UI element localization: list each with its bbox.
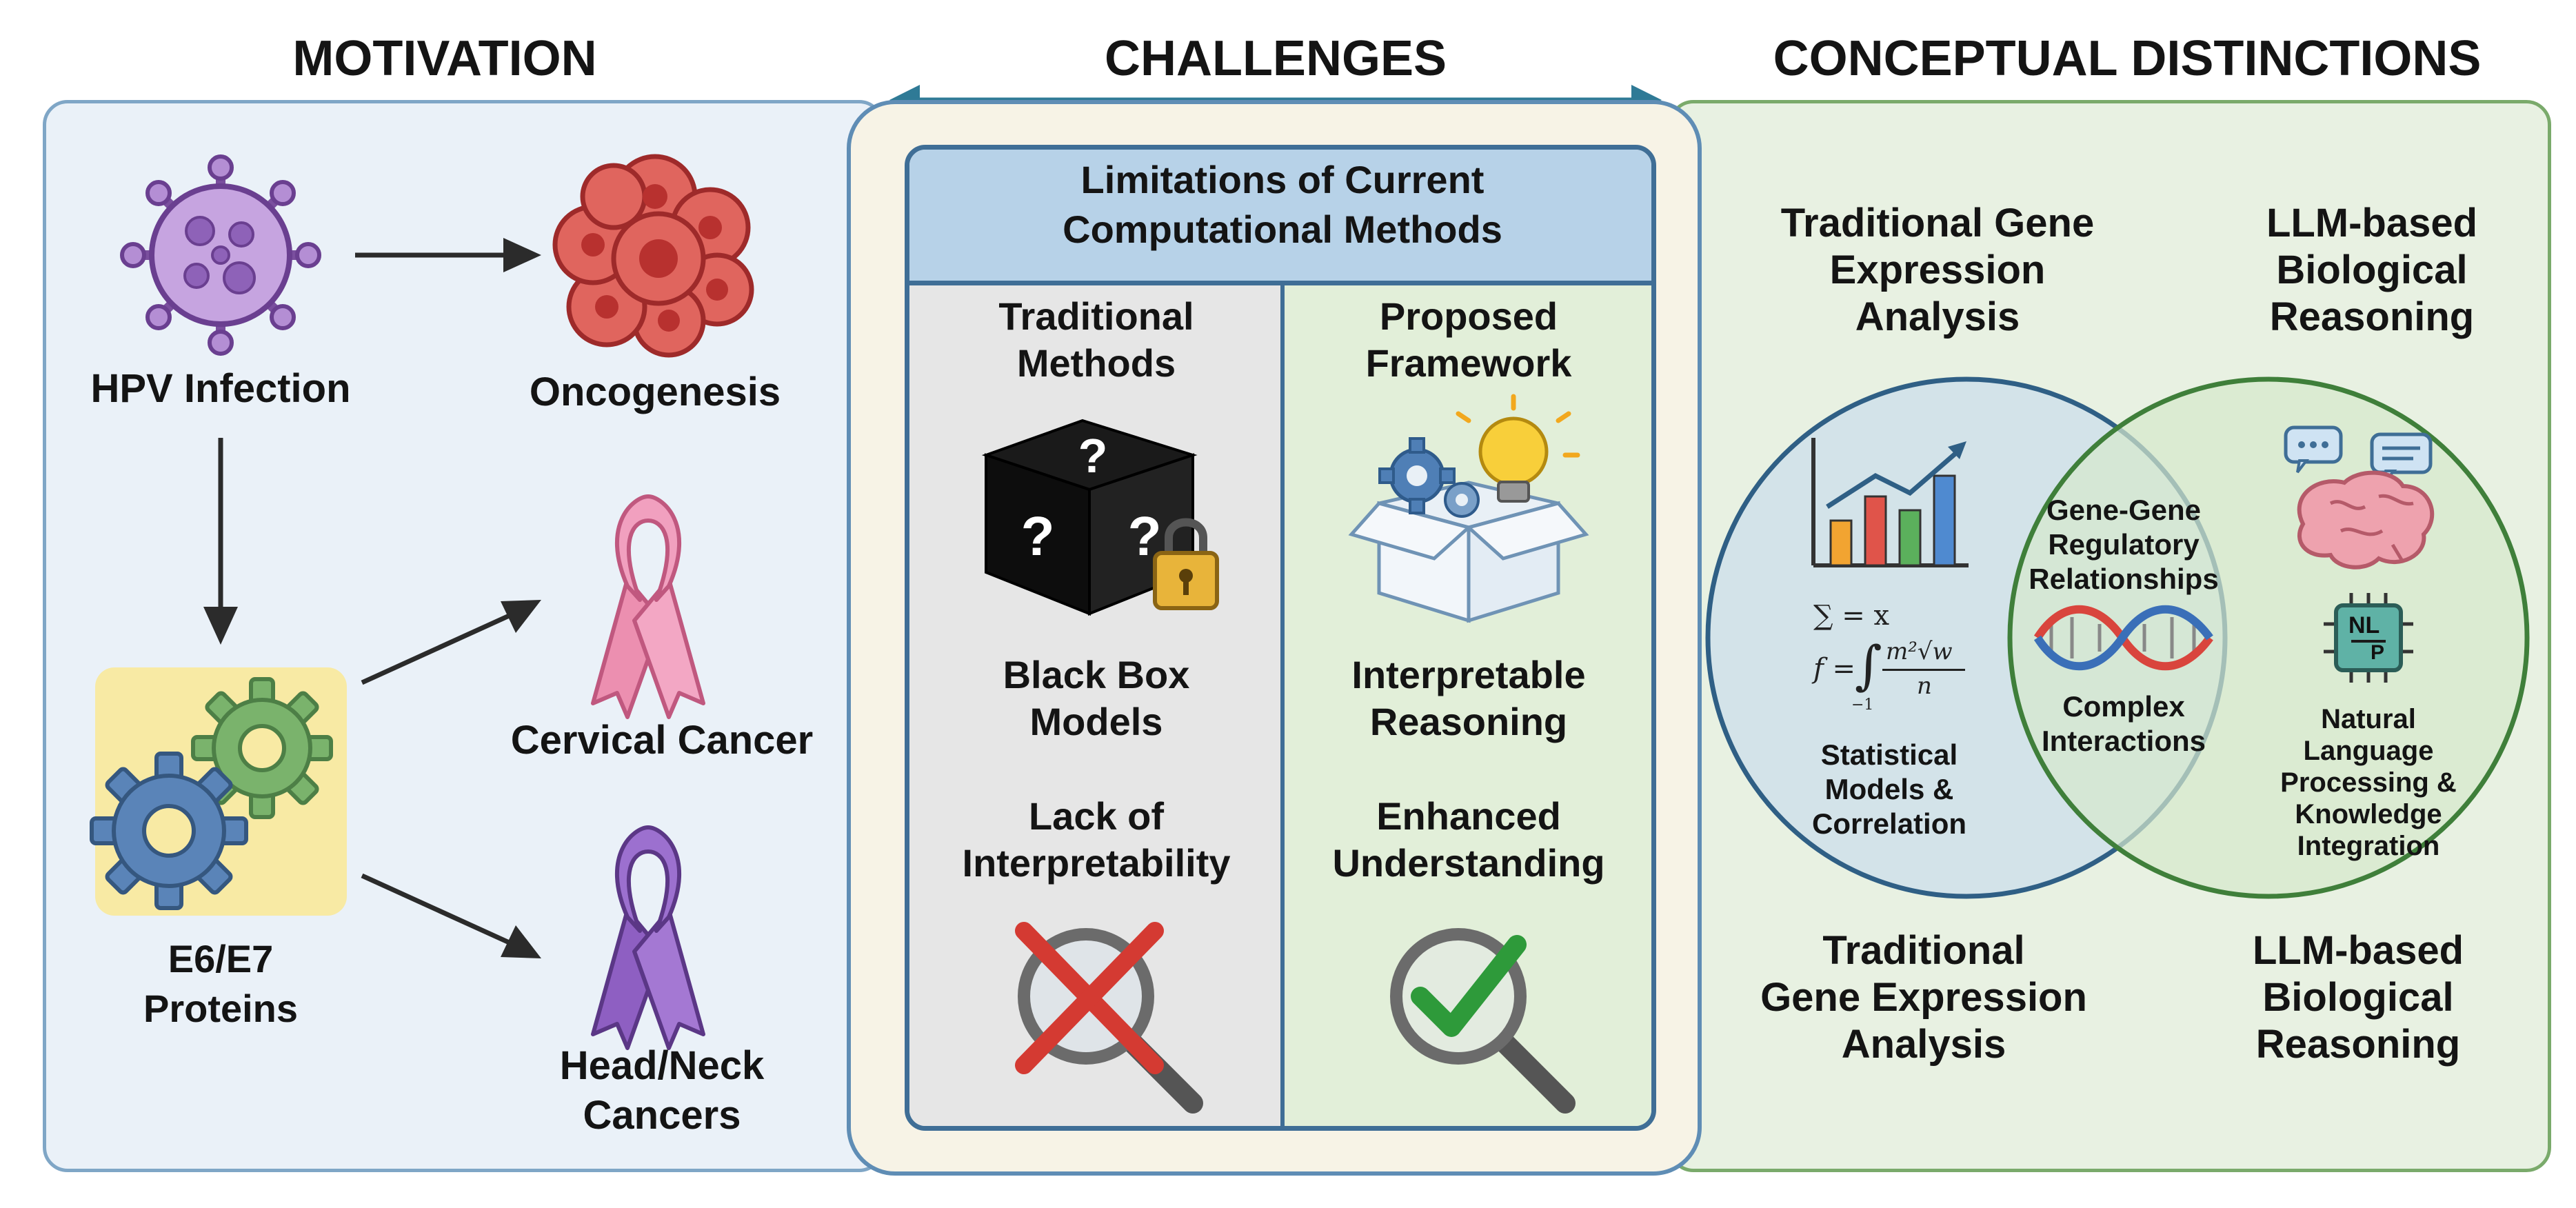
magnifier-check-icon xyxy=(1390,928,1576,1114)
svg-text:?: ? xyxy=(1078,429,1108,483)
llm-biological-reasoning-top-label: LLM-based Biological Reasoning xyxy=(2266,201,2478,339)
nlp-chip-subtext: P xyxy=(2371,641,2385,664)
oncogenesis-label: Oncogenesis xyxy=(529,370,781,414)
limitations-title: Limitations of Current Computational Met… xyxy=(1063,158,1502,251)
nlp-knowledge-integration-label: Natural Language Processing & Knowledge … xyxy=(2280,704,2457,861)
traditional-gene-expression-bottom-label: Traditional Gene Expression Analysis xyxy=(1760,928,2087,1067)
purple-ribbon-icon xyxy=(591,825,705,1050)
enhanced-understanding-label: Enhanced Understanding xyxy=(1332,794,1605,885)
proposed-framework-title: Proposed Framework xyxy=(1365,294,1572,385)
traditional-gene-expression-top-label: Traditional Gene Expression Analysis xyxy=(1780,201,2095,339)
virus-icon xyxy=(120,154,321,356)
formula-lower-bound: −1 xyxy=(1851,696,1874,714)
formula-numerator: m²√w xyxy=(1886,638,1953,665)
bar-chart-icon xyxy=(1811,438,1969,567)
complex-interactions-label: Complex Interactions xyxy=(2041,690,2206,757)
nlp-chip-text: NL xyxy=(2348,612,2380,638)
header-conceptual-distinctions: CONCEPTUAL DISTINCTIONS xyxy=(1773,31,2482,86)
svg-text:?: ? xyxy=(1021,505,1055,567)
open-box-lightbulb-icon xyxy=(1348,394,1589,623)
arrow-hpv-to-oncogenesis xyxy=(355,238,541,272)
magnifier-cross-icon xyxy=(1015,922,1203,1114)
integral-sign: ∫ xyxy=(1855,634,1882,696)
formula-fraction-line xyxy=(1882,669,1965,671)
header-challenges: CHALLENGES xyxy=(1104,31,1447,86)
nlp-chip-icon: NL P xyxy=(2324,593,2413,683)
formula-f: f = ∫ m²√w n −1 xyxy=(1813,634,1993,714)
limitations-title-bar xyxy=(909,150,1651,285)
e6-e7-proteins-label: E6/E7 Proteins xyxy=(143,937,299,1030)
head-neck-cancers-label: Head/Neck Cancers xyxy=(559,1043,765,1138)
formula-f-label: f = xyxy=(1813,653,1856,685)
traditional-methods-title: Traditional Methods xyxy=(998,294,1194,385)
column-divider xyxy=(1280,285,1285,1126)
lack-of-interpretability-label: Lack of Interpretability xyxy=(962,794,1231,885)
arrow-proteins-to-cervical xyxy=(361,600,541,685)
gears-icon xyxy=(90,677,333,910)
arrow-proteins-to-headneck xyxy=(361,873,541,958)
hpv-infection-label: HPV Infection xyxy=(90,366,351,411)
cervical-cancer-label: Cervical Cancer xyxy=(510,718,814,763)
black-box-models-label: Black Box Models xyxy=(1003,653,1190,743)
formula-sum: ∑ = x xyxy=(1813,600,1890,632)
interpretable-reasoning-label: Interpretable Reasoning xyxy=(1351,653,1586,743)
gene-gene-regulatory-label: Gene-Gene Regulatory Relationships xyxy=(2029,494,2219,595)
formula-denominator: n xyxy=(1917,672,1932,700)
llm-biological-reasoning-bottom-label: LLM-based Biological Reasoning xyxy=(2252,928,2464,1067)
pink-ribbon-icon xyxy=(591,494,705,719)
header-motivation: MOTIVATION xyxy=(292,31,597,86)
black-box-icon: ? ? ? xyxy=(981,419,1219,616)
arrow-hpv-to-proteins xyxy=(203,438,238,645)
tumor-cells-icon xyxy=(552,154,754,358)
dna-icon xyxy=(2033,605,2213,671)
statistical-models-label: Statistical Models & Correlation xyxy=(1811,738,1967,840)
brain-chat-icon xyxy=(2284,425,2435,570)
